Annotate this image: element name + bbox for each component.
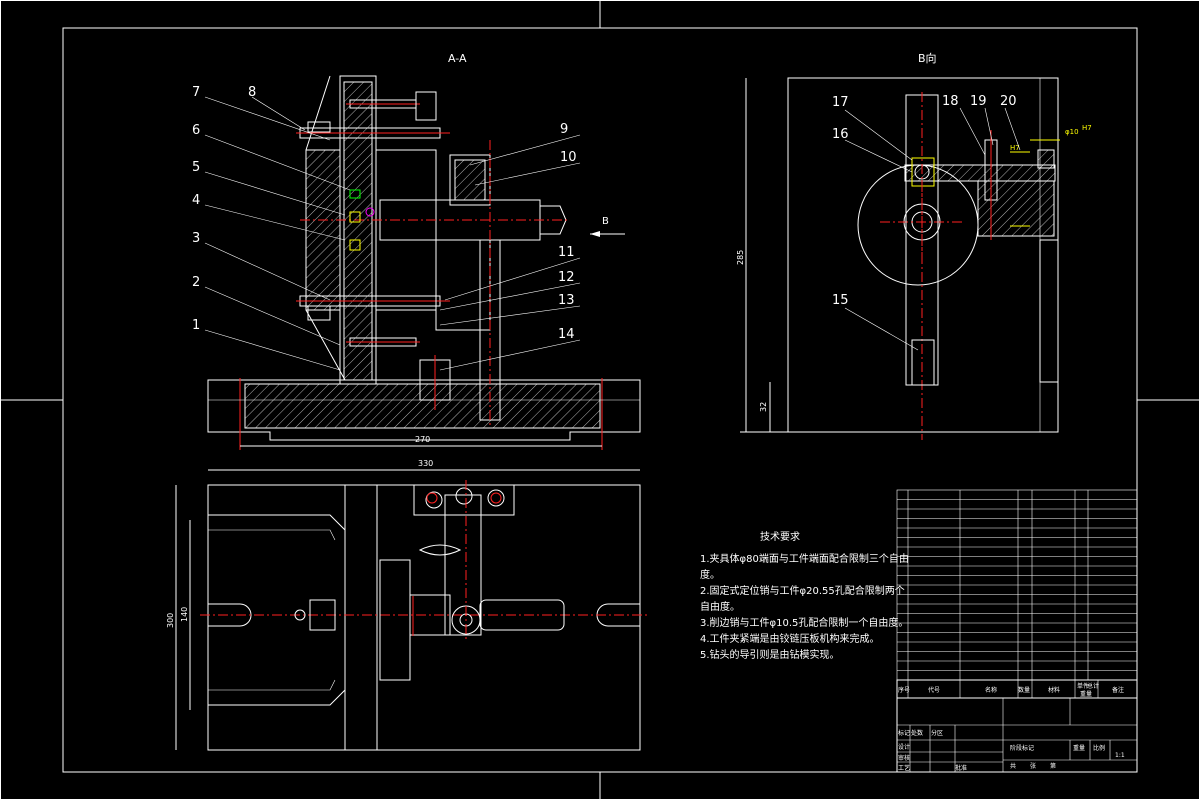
ft-mass: 重量 xyxy=(1073,744,1085,752)
hdr-material: 材料 xyxy=(1048,686,1060,694)
dim-330: 330 xyxy=(418,459,433,468)
part-15: 15 xyxy=(832,293,849,308)
part-8: 8 xyxy=(248,85,256,100)
dim-270: 270 xyxy=(415,435,430,444)
part-6: 6 xyxy=(192,123,200,138)
ft-mark: 标记 xyxy=(898,729,910,737)
part-17: 17 xyxy=(832,95,849,110)
part-16: 16 xyxy=(832,127,849,142)
hdr-remarks: 备注 xyxy=(1112,686,1124,694)
tech-line-1: 1.夹具体φ80端面与工件端面配合限制三个自由 xyxy=(700,552,909,565)
section-aa-label: A-A xyxy=(448,52,467,65)
top-view: 330 300 140 xyxy=(166,459,648,751)
hdr-qty: 数量 xyxy=(1018,686,1030,694)
dim-140: 140 xyxy=(180,607,189,622)
ft-scale: 比例 xyxy=(1093,744,1105,752)
tol-h7: H7 xyxy=(1082,124,1092,132)
tech-line-2: 度。 xyxy=(700,568,720,581)
tech-line-3: 2.固定式定位销与工件φ20.55孔配合限制两个 xyxy=(700,584,905,597)
hdr-code: 代号 xyxy=(928,686,940,694)
view-b-label: B向 xyxy=(918,51,937,65)
tol-dia10: φ10 xyxy=(1065,128,1079,136)
part-20: 20 xyxy=(1000,94,1017,109)
ft-zone: 分区 xyxy=(931,729,943,737)
hdr-unit: 单件 xyxy=(1077,682,1089,690)
technical-requirements: 技术要求 1.夹具体φ80端面与工件端面配合限制三个自由 度。 2.固定式定位销… xyxy=(700,530,909,661)
part-3: 3 xyxy=(192,231,200,246)
ft-design: 设计 xyxy=(898,743,910,751)
tol-h7b: H7 xyxy=(1010,144,1020,152)
hdr-weight: 重量 xyxy=(1080,690,1092,698)
view-b: B向 285 32 φ10 H7 H7 xyxy=(736,51,1092,440)
ft-approve: 批准 xyxy=(955,764,967,772)
part-1: 1 xyxy=(192,318,200,333)
part-14: 14 xyxy=(558,327,575,342)
ft-stage: 阶段标记 xyxy=(1010,744,1034,752)
tech-line-7: 5.钻头的导引则是由钻模实现。 xyxy=(700,648,840,661)
ft-review: 审核 xyxy=(898,754,910,762)
part-5: 5 xyxy=(192,160,200,175)
arrow-b-label: B xyxy=(602,216,609,227)
part-11: 11 xyxy=(558,245,575,260)
tech-line-6: 4.工件夹紧端是由铰链压板机构来完成。 xyxy=(700,632,880,645)
tech-line-4: 自由度。 xyxy=(700,600,740,613)
part-4: 4 xyxy=(192,193,200,208)
ft-scale-value: 1:1 xyxy=(1115,752,1125,759)
hdr-name: 名称 xyxy=(985,686,997,694)
ft-sheet-total: 共 xyxy=(1010,762,1016,770)
part-7: 7 xyxy=(192,85,200,100)
part-13: 13 xyxy=(558,293,575,308)
ft-process: 工艺 xyxy=(898,764,910,772)
dim-32: 32 xyxy=(759,402,768,412)
section-aa-view: A-A xyxy=(192,52,641,450)
title-block: 序号 代号 名称 数量 材料 单件 总计 重量 备注 标记 处数 分区 设计 审… xyxy=(896,489,1138,773)
tech-line-5: 3.削边销与工件φ10.5孔配合限制一个自由度。 xyxy=(700,616,908,629)
ft-count: 处数 xyxy=(911,729,923,737)
part-9: 9 xyxy=(560,122,568,137)
ft-sheet-no: 第 xyxy=(1050,762,1056,770)
part-10: 10 xyxy=(560,150,577,165)
part-12: 12 xyxy=(558,270,575,285)
tech-title: 技术要求 xyxy=(760,530,800,543)
part-19: 19 xyxy=(970,94,987,109)
part-18: 18 xyxy=(942,94,959,109)
part-2: 2 xyxy=(192,275,200,290)
hdr-seq: 序号 xyxy=(898,686,910,694)
ft-sheet: 张 xyxy=(1030,762,1036,770)
dim-285: 285 xyxy=(736,250,745,265)
dim-300: 300 xyxy=(166,613,175,628)
hdr-total: 总计 xyxy=(1087,682,1099,690)
